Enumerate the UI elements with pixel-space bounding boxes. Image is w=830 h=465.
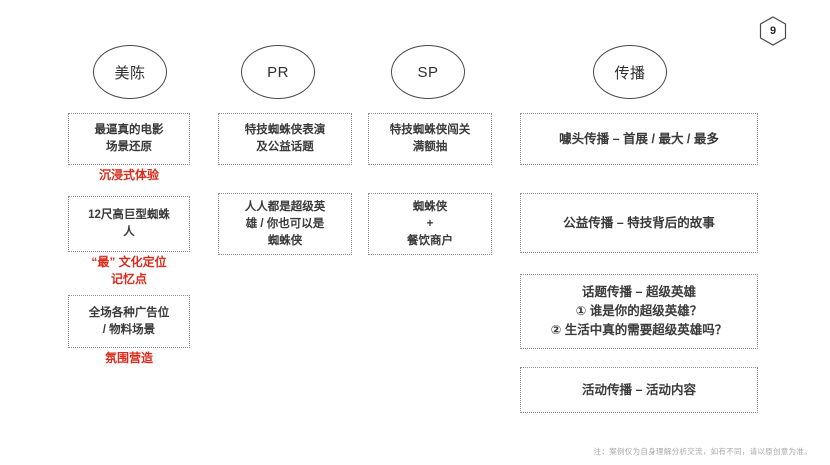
column-header-chuanbo[interactable]: 传播	[593, 45, 667, 99]
chuanbo-box-3-text: 话题传播 – 超级英雄 ① 谁是你的超级英雄？ ② 生活中真的需要超级英雄吗？	[550, 285, 728, 337]
chuanbo-box-4-text: 活动传播 – 活动内容	[582, 382, 696, 397]
sp-box-1-text: 特技蜘蛛侠闯关 满额抽	[389, 124, 471, 153]
chuanbo-box-4[interactable]: 活动传播 – 活动内容	[520, 367, 758, 413]
column-header-meichen[interactable]: 美陈	[93, 45, 167, 99]
meichen-box-3[interactable]: 全场各种广告位 / 物料场景	[68, 295, 190, 348]
chuanbo-box-1[interactable]: 噱头传播 – 首展 / 最大 / 最多	[520, 113, 758, 165]
sp-box-2[interactable]: 蜘蛛侠 + 餐饮商户	[368, 193, 492, 255]
meichen-box-3-text: 全场各种广告位 / 物料场景	[88, 306, 170, 336]
meichen-caption-1: 沉浸式体验	[98, 168, 159, 182]
meichen-box-2[interactable]: 12尺高巨型蜘蛛 人	[68, 196, 190, 252]
column-header-sp[interactable]: SP	[391, 45, 465, 99]
column-header-pr[interactable]: PR	[241, 45, 315, 99]
column-header-label: 美陈	[114, 64, 146, 82]
pr-box-1[interactable]: 特技蜘蛛侠表演 及公益话题	[218, 113, 352, 165]
meichen-caption-3: 氛围营造	[104, 351, 153, 365]
page-number-label: 9	[769, 24, 777, 37]
column-header-label: 传播	[614, 64, 646, 82]
chuanbo-box-3[interactable]: 话题传播 – 超级英雄 ① 谁是你的超级英雄？ ② 生活中真的需要超级英雄吗？	[520, 274, 758, 349]
pr-box-2-text: 人人都是超级英 雄 / 你也可以是 蜘蛛侠	[244, 200, 326, 247]
hexagon-page-number-icon	[759, 16, 787, 46]
chuanbo-box-2[interactable]: 公益传播 – 特技背后的故事	[520, 193, 758, 253]
sp-box-2-text: 蜘蛛侠 + 餐饮商户	[407, 200, 453, 247]
meichen-caption-2: “最” 文化定位 记忆点	[91, 255, 167, 286]
chuanbo-box-2-text: 公益传播 – 特技背后的故事	[563, 215, 715, 230]
page-number-badge: 9	[759, 16, 787, 46]
meichen-box-1[interactable]: 最逼真的电影 场景还原	[68, 113, 190, 165]
meichen-box-1-text: 最逼真的电影 场景还原	[94, 124, 164, 153]
column-header-label: PR	[267, 63, 289, 81]
footer-note: 注：案例仅为自身理解分析交流，如有不同，请以原创意为准。	[593, 447, 812, 456]
meichen-box-2-text: 12尺高巨型蜘蛛 人	[88, 209, 170, 238]
pr-box-2[interactable]: 人人都是超级英 雄 / 你也可以是 蜘蛛侠	[218, 193, 352, 255]
pr-box-1-text: 特技蜘蛛侠表演 及公益话题	[244, 124, 326, 153]
chuanbo-box-1-text: 噱头传播 – 首展 / 最大 / 最多	[559, 131, 719, 146]
sp-box-1[interactable]: 特技蜘蛛侠闯关 满额抽	[368, 113, 492, 165]
column-header-label: SP	[417, 63, 439, 81]
